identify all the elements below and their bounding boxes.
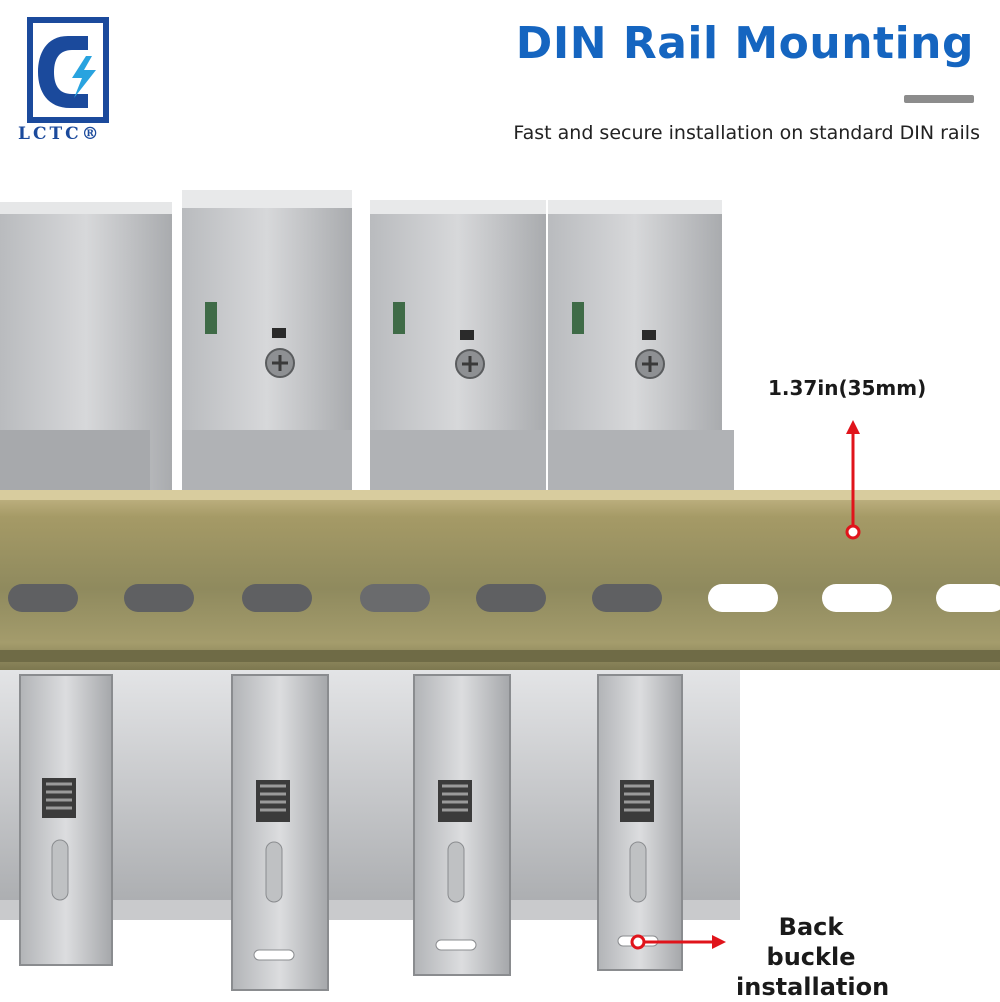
back-buckle-line-2: installation	[736, 973, 890, 1001]
mounting-clips	[0, 670, 740, 991]
back-buckle-label: Back buckle installation	[736, 912, 890, 1002]
rail-height-label: 1.37in(35mm)	[768, 376, 927, 400]
logo-text: LCTC®	[18, 124, 102, 144]
title-underline	[904, 95, 974, 103]
page-subtitle: Fast and secure installation on standard…	[513, 122, 980, 144]
din-rail-photo	[0, 190, 1000, 991]
power-supply-housings	[0, 190, 734, 500]
back-buckle-line-1: Back buckle	[766, 913, 856, 971]
page-title: DIN Rail Mounting	[515, 18, 974, 69]
din-rail	[0, 490, 1000, 670]
buckle-pointer-icon	[630, 934, 726, 950]
dimension-arrow-icon	[845, 420, 861, 540]
lctc-logo-icon	[27, 17, 109, 123]
